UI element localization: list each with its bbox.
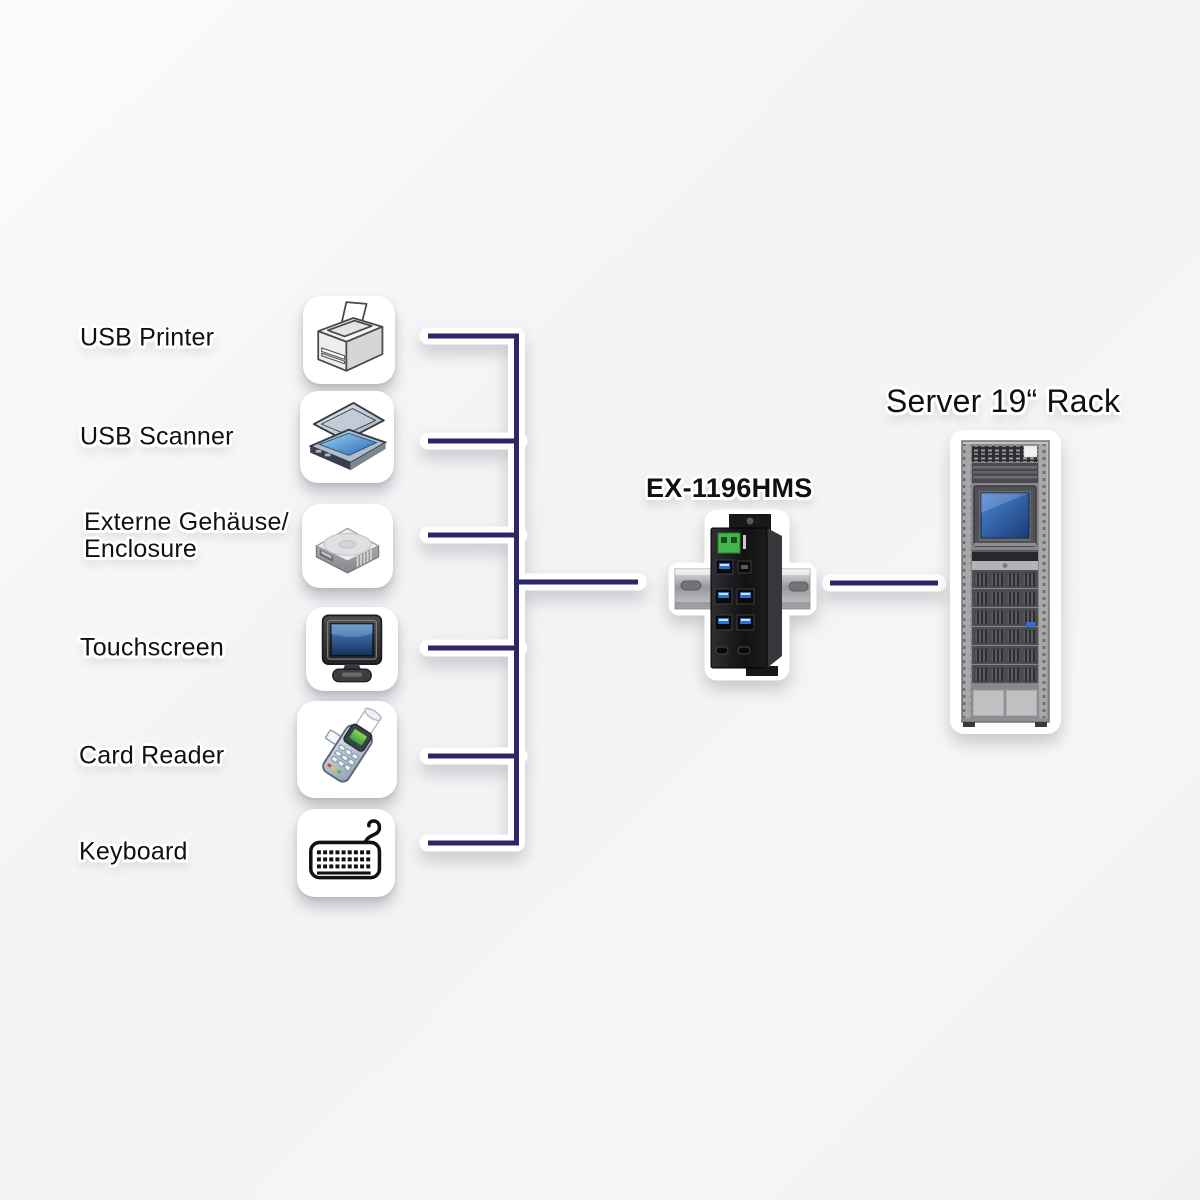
- rack-modules: [971, 569, 1039, 685]
- hub-body: [710, 514, 782, 676]
- label-line: Enclosure: [84, 535, 197, 563]
- label-line: Touchscreen: [80, 633, 224, 662]
- hard-drive-icon: [302, 504, 393, 588]
- device-label-touchscreen: Touchscreen: [80, 633, 224, 662]
- label-line: USB Printer: [80, 323, 215, 352]
- label-line: Externe Gehäuse/: [84, 508, 289, 536]
- wire-usb-printer-bus-keyboard: [428, 333, 519, 846]
- device-label-enclosure: Externe Gehäuse/ Enclosure: [84, 509, 289, 563]
- terminal-block: [717, 532, 746, 554]
- pos-terminal-icon: [297, 701, 397, 798]
- label-line: Keyboard: [79, 837, 188, 866]
- hub-label: EX-1196HMS: [646, 473, 813, 503]
- scanner-icon: [300, 391, 394, 483]
- usb-ports: [714, 559, 755, 655]
- device-label-card-reader: Card Reader: [79, 741, 225, 770]
- server-rack-label: Server 19“ Rack: [886, 383, 1121, 419]
- monitor-icon: [306, 607, 398, 691]
- device-label-keyboard: Keyboard: [79, 837, 188, 866]
- din-rail: [674, 568, 811, 610]
- printer-icon: [303, 296, 395, 384]
- label-line: USB Scanner: [80, 422, 234, 451]
- keyboard-icon: [297, 809, 395, 897]
- device-label-usb-scanner: USB Scanner: [80, 422, 234, 451]
- rack-monitor: [973, 485, 1037, 547]
- device-label-usb-printer: USB Printer: [80, 323, 215, 352]
- label-line: Card Reader: [79, 741, 225, 770]
